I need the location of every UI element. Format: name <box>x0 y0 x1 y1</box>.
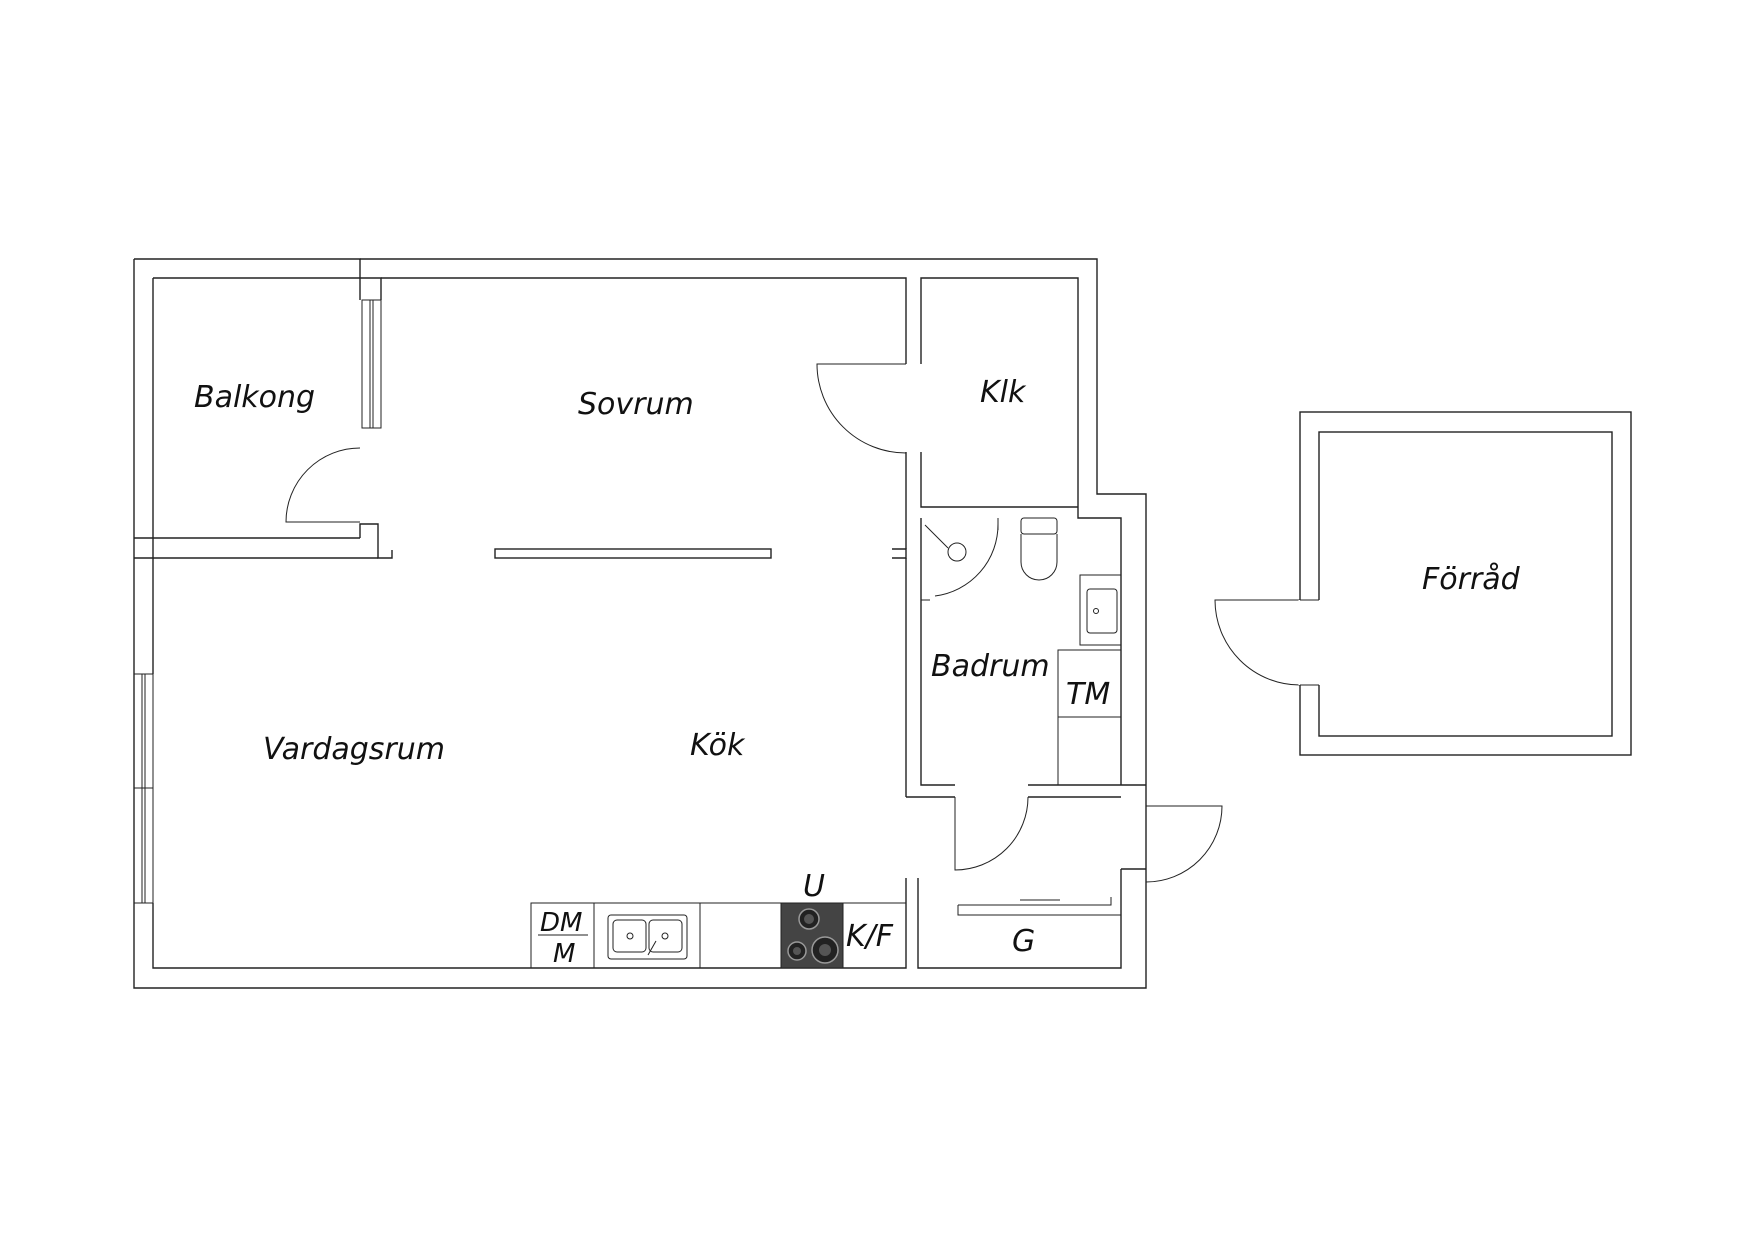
living-walls <box>152 452 1121 969</box>
label-g: G <box>1012 924 1035 959</box>
label-kf: K/F <box>846 919 894 954</box>
label-m: M <box>553 939 575 969</box>
windows <box>133 299 382 904</box>
balcony-walls <box>134 277 393 559</box>
label-balkong: Balkong <box>194 380 315 415</box>
wardrobe <box>957 897 1121 916</box>
label-vardagsrum: Vardagsrum <box>263 732 445 767</box>
label-forrad: Förråd <box>1422 562 1521 597</box>
storage-walls <box>1298 411 1632 756</box>
label-dm: DM <box>540 908 582 938</box>
label-badrum: Badrum <box>931 649 1050 684</box>
kitchen-counter <box>530 902 907 969</box>
label-klk: Klk <box>980 375 1027 410</box>
label-kok: Kök <box>690 728 746 763</box>
room-labels: Balkong Sovrum Klk Förråd Badrum Vardags… <box>194 375 1521 767</box>
fixture-labels: TM DM M U K/F G <box>540 677 1110 969</box>
doors <box>285 363 1301 883</box>
bathroom-fixtures <box>920 517 1122 786</box>
outer-walls <box>133 258 1147 989</box>
label-u: U <box>803 869 825 904</box>
label-tm: TM <box>1066 677 1110 712</box>
label-sovrum: Sovrum <box>578 387 694 422</box>
